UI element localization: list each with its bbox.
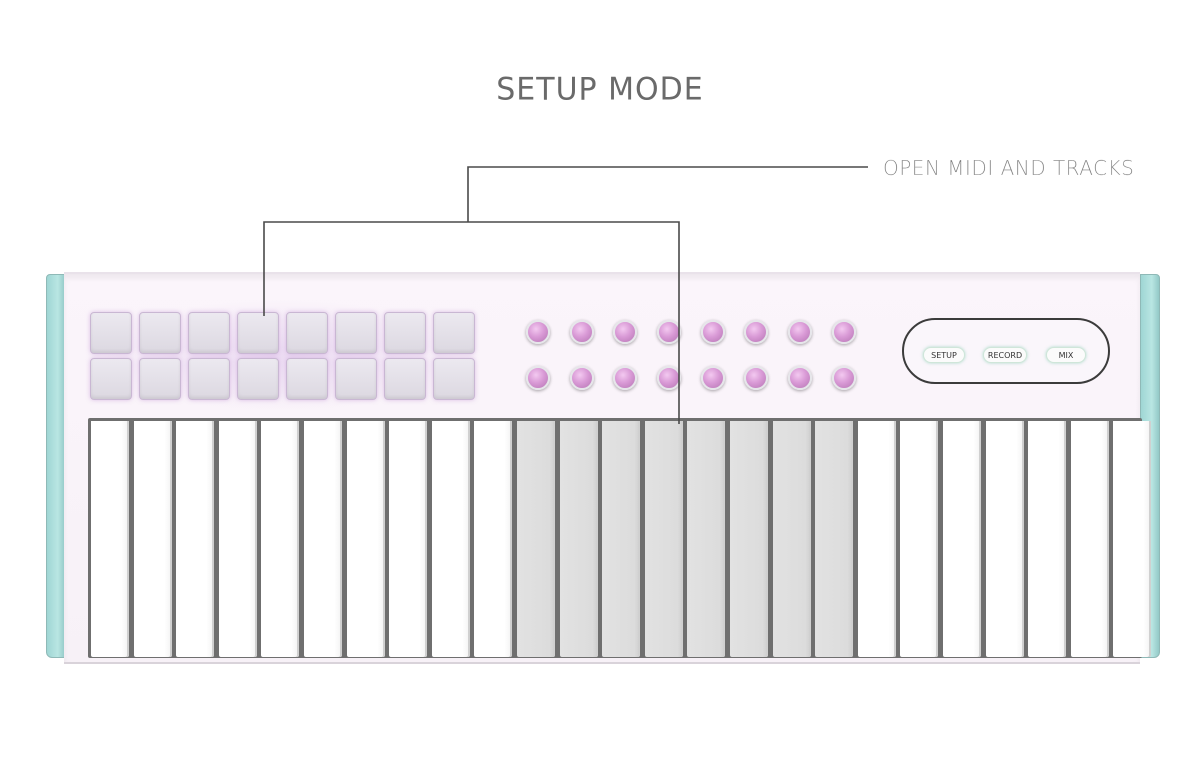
piano-key[interactable]	[1070, 421, 1109, 657]
piano-key[interactable]	[389, 421, 428, 657]
piano-key-highlighted[interactable]	[602, 421, 641, 657]
knob[interactable]	[569, 366, 594, 390]
drum-pad[interactable]	[433, 312, 475, 354]
knob[interactable]	[657, 320, 682, 344]
piano-key-highlighted[interactable]	[772, 421, 811, 657]
drum-pad[interactable]	[286, 358, 328, 400]
drum-pad[interactable]	[90, 312, 132, 354]
drum-pad[interactable]	[335, 312, 377, 354]
mix-button[interactable]: MIX	[1046, 347, 1086, 363]
piano-key-highlighted[interactable]	[559, 421, 598, 657]
drum-pad[interactable]	[90, 358, 132, 400]
knob[interactable]	[526, 366, 550, 390]
piano-key[interactable]	[1028, 421, 1067, 657]
drum-pad[interactable]	[433, 358, 475, 400]
knob-grid	[526, 320, 856, 390]
piano-key-highlighted[interactable]	[517, 421, 555, 657]
drum-pad[interactable]	[139, 358, 181, 400]
piano-key[interactable]	[218, 421, 257, 657]
knob[interactable]	[613, 320, 638, 344]
knob[interactable]	[744, 320, 769, 344]
knob[interactable]	[700, 320, 725, 344]
drum-pad[interactable]	[139, 312, 181, 354]
piano-key-highlighted[interactable]	[815, 421, 854, 657]
piano-key[interactable]	[474, 421, 513, 657]
piano-key[interactable]	[176, 421, 215, 657]
record-button[interactable]: RECORD	[983, 347, 1027, 363]
piano-key[interactable]	[431, 421, 470, 657]
knob[interactable]	[744, 366, 769, 390]
callout-leader-line	[467, 166, 868, 222]
piano-key-highlighted[interactable]	[730, 421, 768, 657]
piano-key-highlighted[interactable]	[687, 421, 726, 657]
piano-key[interactable]	[943, 421, 981, 657]
knob[interactable]	[788, 320, 813, 344]
knob[interactable]	[831, 366, 856, 390]
piano-key[interactable]	[261, 421, 300, 657]
piano-key[interactable]	[985, 421, 1024, 657]
piano-key[interactable]	[91, 421, 129, 657]
callout-label: OPEN MIDI AND TRACKS	[883, 156, 1135, 180]
setup-button[interactable]: SETUP	[923, 347, 965, 363]
drum-pad[interactable]	[335, 358, 377, 400]
knob[interactable]	[526, 320, 550, 344]
drum-pad-grid	[90, 312, 475, 400]
knob[interactable]	[788, 366, 813, 390]
drum-pad[interactable]	[188, 312, 230, 354]
drum-pad[interactable]	[286, 312, 328, 354]
piano-key[interactable]	[346, 421, 385, 657]
piano-key[interactable]	[304, 421, 342, 657]
piano-key[interactable]	[133, 421, 172, 657]
drum-pad[interactable]	[188, 358, 230, 400]
knob[interactable]	[831, 320, 856, 344]
knob[interactable]	[657, 366, 682, 390]
drum-pad[interactable]	[237, 312, 279, 354]
knob[interactable]	[569, 320, 594, 344]
drum-pad[interactable]	[384, 358, 426, 400]
page-title: SETUP MODE	[496, 71, 704, 108]
drum-pad[interactable]	[384, 312, 426, 354]
piano-key[interactable]	[1113, 421, 1152, 657]
piano-key-highlighted[interactable]	[644, 421, 683, 657]
knob[interactable]	[700, 366, 725, 390]
piano-key[interactable]	[857, 421, 896, 657]
piano-key[interactable]	[900, 421, 939, 657]
left-endcap	[46, 274, 66, 658]
drum-pad[interactable]	[237, 358, 279, 400]
knob[interactable]	[613, 366, 638, 390]
